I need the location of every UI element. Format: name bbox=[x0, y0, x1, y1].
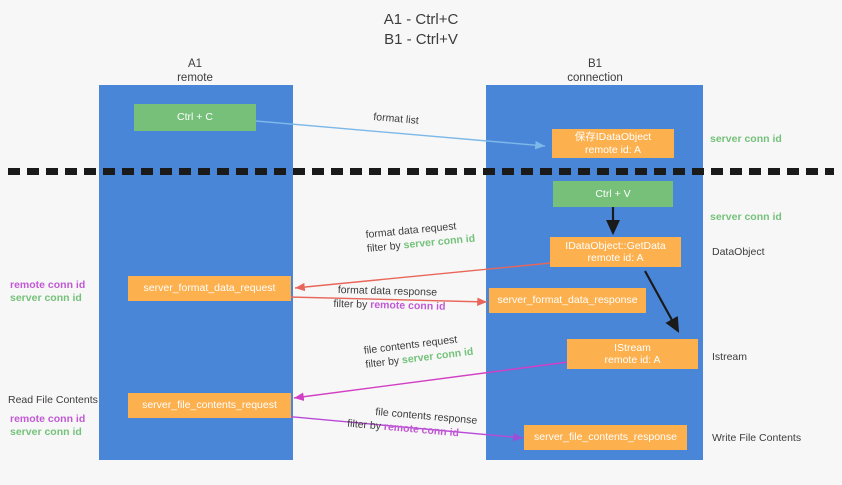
column-header-b1: B1 connection bbox=[540, 58, 650, 85]
column-b1-name: B1 bbox=[587, 58, 603, 70]
right-label-istream: Istream bbox=[712, 351, 748, 363]
label-file-contents-response: file contents response filter by remote … bbox=[347, 405, 478, 442]
label-file-contents-request: file contents request filter by server c… bbox=[363, 331, 474, 372]
column-b1-sub: connection bbox=[567, 71, 623, 84]
right-label-write-file-contents: Write File Contents bbox=[712, 432, 802, 444]
box-server-file-contents-request-label: server_file_contents_request bbox=[142, 399, 277, 412]
box-istream[interactable]: IStream remote id: A bbox=[567, 339, 698, 369]
label-format-data-request: format data request filter by server con… bbox=[365, 218, 476, 256]
key-remote-conn-id: remote conn id bbox=[370, 298, 446, 313]
box-server-format-data-request-label: server_format_data_request bbox=[143, 282, 276, 295]
box-getdata-line1: IDataObject::GetData bbox=[565, 239, 666, 252]
left-label-read-file-contents: Read File Contents bbox=[8, 394, 98, 406]
box-istream-line2: remote id: A bbox=[604, 354, 661, 366]
box-ctrl-c-label: Ctrl + C bbox=[177, 111, 213, 124]
box-server-file-contents-response[interactable]: server_file_contents_response bbox=[524, 425, 687, 450]
box-server-format-data-response[interactable]: server_format_data_response bbox=[489, 288, 646, 313]
box-ctrl-c[interactable]: Ctrl + C bbox=[134, 104, 256, 131]
label-format-data-response: format data response filter by remote co… bbox=[333, 283, 446, 314]
label-format-list: format list bbox=[372, 110, 420, 127]
column-header-a1: A1 remote bbox=[140, 58, 250, 85]
box-server-file-contents-response-label: server_file_contents_response bbox=[533, 431, 677, 444]
dashed-divider bbox=[8, 168, 834, 175]
right-label-server-conn-id-top: server conn id bbox=[710, 133, 782, 145]
diagram-title: A1 - Ctrl+C B1 - Ctrl+V bbox=[0, 10, 842, 50]
box-getdata-line2: remote id: A bbox=[587, 252, 644, 264]
box-save-idataobject-line1: 保存IDataObject bbox=[574, 131, 652, 143]
left-label-server-conn-id-1: server conn id bbox=[10, 292, 82, 304]
label-format-data-response-filter: filter by remote conn id bbox=[333, 297, 446, 313]
box-server-format-data-response-label: server_format_data_response bbox=[497, 294, 638, 307]
box-save-idataobject-line2: remote id: A bbox=[584, 143, 642, 156]
right-label-server-conn-id-mid: server conn id bbox=[710, 211, 782, 223]
box-istream-line1: IStream bbox=[614, 341, 651, 354]
box-ctrl-v[interactable]: Ctrl + V bbox=[553, 181, 673, 207]
right-label-dataobject: DataObject bbox=[712, 246, 765, 258]
box-getdata[interactable]: IDataObject::GetData remote id: A bbox=[550, 237, 681, 267]
left-label-server-conn-id-2: server conn id bbox=[10, 426, 82, 438]
title-line-1: A1 - Ctrl+C bbox=[383, 11, 459, 28]
column-a1-name: A1 bbox=[187, 58, 203, 70]
box-save-idataobject[interactable]: 保存IDataObject remote id: A bbox=[552, 129, 674, 158]
column-a1-sub: remote bbox=[177, 71, 213, 84]
left-label-remote-conn-id-2: remote conn id bbox=[10, 413, 86, 425]
box-server-format-data-request[interactable]: server_format_data_request bbox=[128, 276, 291, 301]
left-label-remote-conn-id-1: remote conn id bbox=[10, 279, 86, 291]
box-ctrl-v-label: Ctrl + V bbox=[595, 187, 631, 200]
title-line-2: B1 - Ctrl+V bbox=[384, 31, 458, 48]
box-server-file-contents-request[interactable]: server_file_contents_request bbox=[128, 393, 291, 418]
